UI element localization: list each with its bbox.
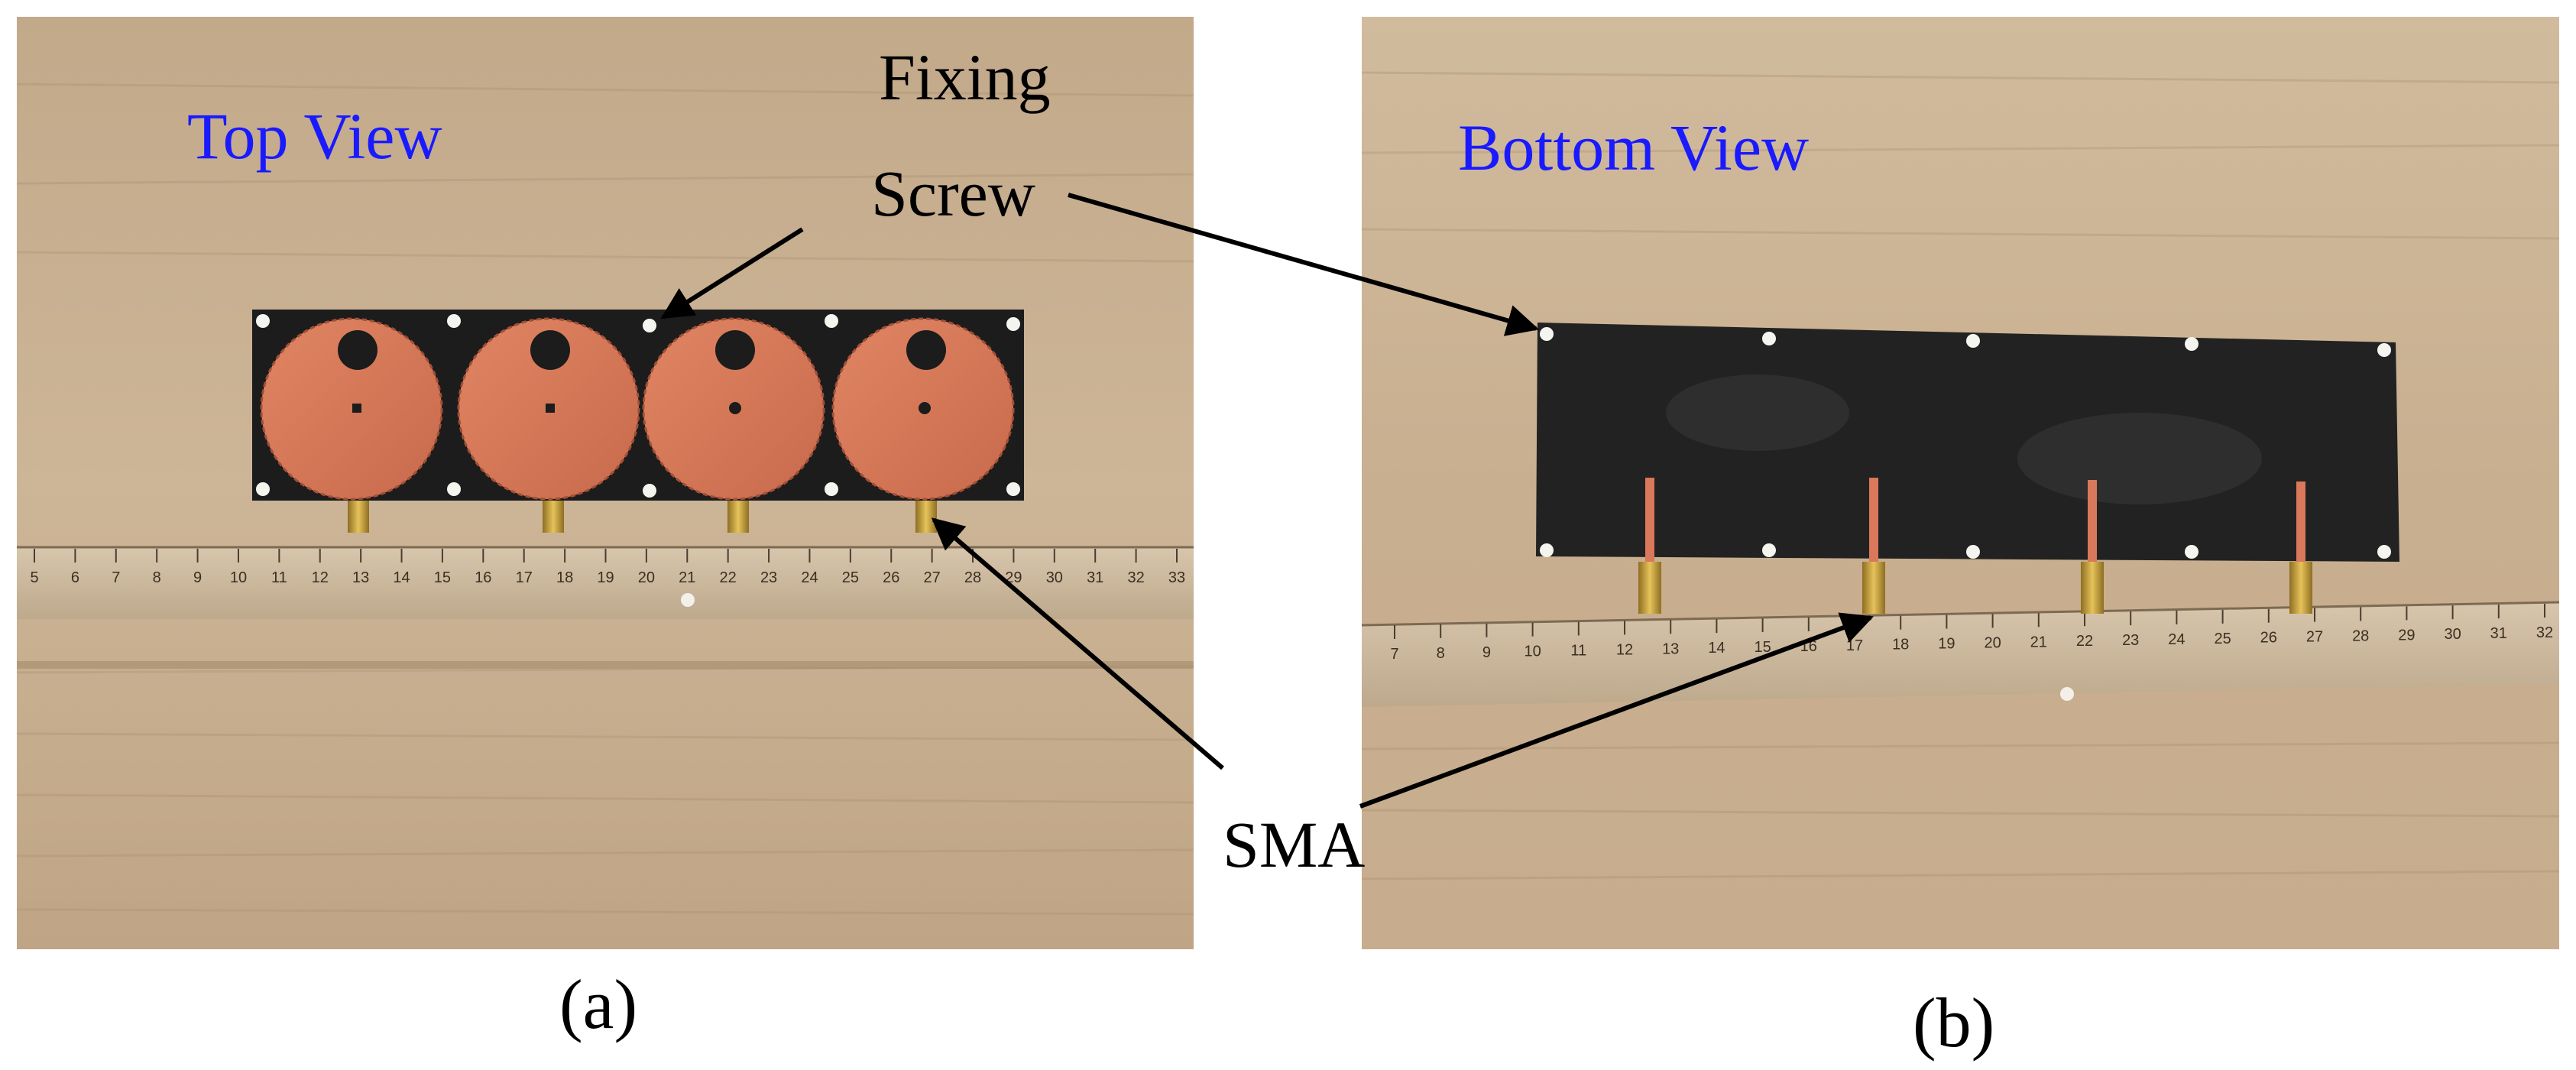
ruler-b-tick-label: 15 bbox=[1754, 639, 1771, 656]
fixing-screws-top bbox=[256, 314, 1020, 498]
ruler-a-tick-label: 10 bbox=[230, 569, 247, 586]
ruler-b-tick-label: 13 bbox=[1662, 640, 1679, 657]
ruler-b-tick-label: 14 bbox=[1708, 640, 1725, 657]
ruler-b-tick-label: 7 bbox=[1390, 646, 1398, 663]
ruler-b-tick-label: 26 bbox=[2260, 630, 2277, 647]
fixing-screws-bottom bbox=[1540, 327, 2391, 559]
copper-patches bbox=[260, 317, 1015, 501]
arrow-fixing-screw-top bbox=[660, 227, 804, 319]
ruler-a-tick-label: 30 bbox=[1046, 569, 1063, 586]
ruler-b-tick-label: 8 bbox=[1437, 645, 1445, 662]
ruler-b-tick-label: 18 bbox=[1892, 637, 1909, 653]
ruler-b-tick-label: 32 bbox=[2536, 624, 2553, 641]
arrow-sma-top bbox=[931, 517, 1224, 770]
sma-label: SMA bbox=[1223, 808, 1366, 881]
ruler-a: 5 6 7 8 9 10 11 12 13 14 15 16 17 18 19 20 21 22 23 24 25 26 2… bbox=[17, 546, 1194, 619]
ruler-a-tick-label: 15 bbox=[434, 569, 451, 586]
ruler-a-tick-label: 28 bbox=[964, 569, 981, 586]
bottom-view-title: Bottom View bbox=[1458, 111, 1810, 184]
ruler-a-tick-label: 20 bbox=[638, 569, 655, 586]
ruler-b-tick-label: 24 bbox=[2168, 631, 2185, 648]
ruler-b-tick-label: 31 bbox=[2490, 625, 2507, 642]
fixing-screw-label-line2: Screw bbox=[871, 157, 1035, 230]
sma-connectors-top bbox=[348, 501, 937, 533]
ruler-b-tick-label: 22 bbox=[2076, 633, 2093, 650]
ruler-a-tick-label: 23 bbox=[760, 569, 777, 586]
ruler-b-tick-label: 20 bbox=[1984, 634, 2001, 651]
ruler-b-tick-label: 23 bbox=[2122, 632, 2139, 649]
ruler-a-tick-label: 25 bbox=[842, 569, 859, 586]
callout-arrows bbox=[660, 193, 1874, 809]
ruler-a-tick-label: 33 bbox=[1168, 569, 1185, 586]
ruler-b-tick-label: 17 bbox=[1846, 637, 1863, 654]
ruler-a-tick-label: 12 bbox=[312, 569, 329, 586]
ruler-a-tick-label: 26 bbox=[883, 569, 899, 586]
ruler-b-tick-label: 10 bbox=[1524, 644, 1541, 660]
arrow-fixing-screw-bottom bbox=[1068, 193, 1540, 336]
ruler-b-tick-label: 28 bbox=[2352, 627, 2369, 644]
ruler-a-tick-label: 32 bbox=[1127, 569, 1144, 586]
ruler-b-tick-label: 21 bbox=[2030, 634, 2047, 650]
ruler-b-tick-label: 30 bbox=[2444, 626, 2461, 643]
ruler-a-tick-label: 17 bbox=[516, 569, 533, 586]
fixing-screw-label-line1: Fixing bbox=[879, 41, 1051, 114]
ruler-a-tick-label: 7 bbox=[112, 569, 120, 586]
ruler-a-tick-label: 19 bbox=[597, 569, 614, 586]
ruler-a-tick-label: 16 bbox=[475, 569, 491, 586]
ruler-b-tick-label: 25 bbox=[2214, 631, 2231, 647]
ruler-b-tick-label: 11 bbox=[1570, 643, 1586, 660]
antenna-board-bottom bbox=[1536, 323, 2399, 614]
ruler-a-tick-label: 8 bbox=[153, 569, 161, 586]
feed-lines bbox=[1645, 478, 2305, 562]
caption-b: (b) bbox=[1913, 984, 1995, 1062]
ruler-a-tick-label: 27 bbox=[924, 569, 941, 586]
ruler-b-tick-label: 12 bbox=[1616, 641, 1633, 658]
ruler-b-tick-label: 29 bbox=[2398, 627, 2415, 644]
ruler-a-tick-label: 14 bbox=[393, 569, 410, 586]
ruler-a-tick-label: 31 bbox=[1087, 569, 1103, 586]
sma-connectors-bottom bbox=[1638, 562, 2312, 614]
ruler-b-tick-label: 27 bbox=[2306, 629, 2323, 646]
ruler-b-tick-label: 19 bbox=[1938, 636, 1955, 653]
ruler-a-tick-label: 6 bbox=[71, 569, 79, 586]
top-view-title: Top View bbox=[187, 99, 442, 173]
ruler-a-tick-label: 13 bbox=[352, 569, 369, 586]
ruler-a-tick-label: 11 bbox=[271, 569, 287, 586]
ruler-a-tick-label: 22 bbox=[720, 569, 737, 586]
ruler-a-tick-label: 21 bbox=[679, 569, 695, 586]
caption-a: (a) bbox=[559, 965, 638, 1043]
arrow-sma-bottom bbox=[1359, 612, 1874, 809]
ruler-a-tick-label: 24 bbox=[801, 569, 818, 586]
ruler-a-tick-label: 18 bbox=[556, 569, 573, 586]
ruler-a-tick-label: 9 bbox=[193, 569, 202, 586]
antenna-board-top bbox=[252, 310, 1024, 533]
ruler-a-tick-label: 5 bbox=[30, 569, 38, 586]
ruler-b-tick-label: 9 bbox=[1482, 644, 1491, 661]
